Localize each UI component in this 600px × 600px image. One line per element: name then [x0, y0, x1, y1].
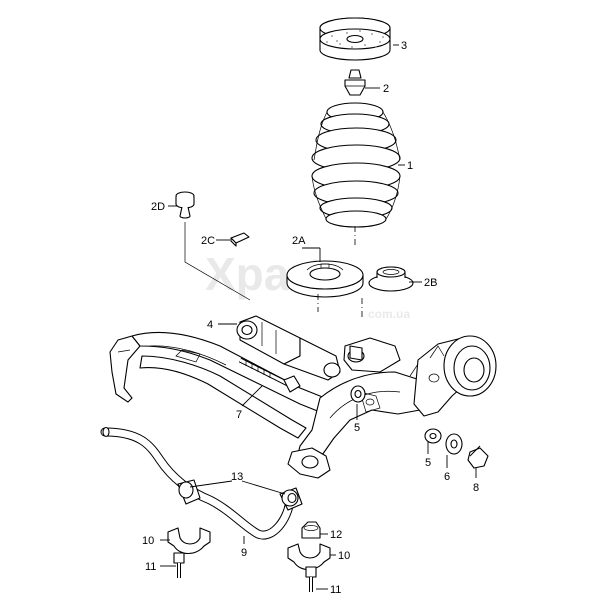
- part-11-bolt-right: [305, 566, 317, 592]
- label-part-9: 9: [241, 547, 247, 559]
- part-2-buffer: [344, 69, 366, 96]
- part-7-bolt: [238, 357, 301, 393]
- part-2B-seat-insulator: [368, 266, 414, 292]
- wheel-hub-knuckle: [413, 335, 497, 417]
- part-7-axle-beam: [109, 331, 435, 479]
- leader-lines: [160, 44, 477, 590]
- part-2C-pad: [230, 232, 250, 247]
- part-10-clamp-right: [287, 543, 331, 571]
- label-part-5-lower: 5: [425, 457, 431, 469]
- label-part-11-right: 11: [330, 584, 341, 596]
- part-11-bolt-left: [173, 552, 185, 578]
- part-4-shock-absorber: [236, 315, 341, 381]
- label-part-12: 12: [330, 529, 342, 541]
- label-part-2A: 2A: [292, 235, 306, 247]
- part-12-nut: [301, 521, 321, 539]
- watermark-sub: com.ua: [368, 307, 410, 321]
- label-part-13: 13: [231, 471, 243, 483]
- label-part-11-left: 11: [145, 561, 156, 573]
- label-part-3: 3: [401, 40, 407, 52]
- part-9-stabiliser-bar: [100, 426, 295, 540]
- label-part-7: 7: [236, 409, 242, 421]
- part-number-labels: 3 2 1 2D 2C 2A 2B 4 7 5 5 6 8 13 9 10 11…: [142, 40, 479, 596]
- label-part-1: 1: [407, 160, 413, 172]
- label-part-8: 8: [473, 482, 479, 494]
- label-part-4: 4: [207, 319, 213, 331]
- part-2A-spring-seat: [286, 260, 364, 298]
- label-part-2: 2: [383, 83, 389, 95]
- part-6-washer: [445, 433, 463, 455]
- label-part-5-upper: 5: [354, 422, 360, 434]
- part-8-bolt: [467, 445, 489, 469]
- label-part-2D: 2D: [151, 201, 165, 213]
- part-3-top-pad: [319, 17, 391, 61]
- part-2D-clip: [175, 191, 195, 219]
- part-5-bushing-lower: [424, 428, 442, 444]
- part-5-bushing-upper: [350, 385, 366, 403]
- part-10-clamp-left: [167, 527, 211, 555]
- clip-leader-line: [184, 222, 251, 301]
- part-1-coil-spring: [311, 102, 401, 228]
- label-part-2C: 2C: [201, 235, 215, 247]
- label-part-2B: 2B: [424, 277, 437, 289]
- label-part-6: 6: [444, 471, 450, 483]
- label-part-10-left: 10: [142, 535, 154, 547]
- label-part-10-right: 10: [338, 550, 350, 562]
- part-13-bushings: [177, 479, 303, 511]
